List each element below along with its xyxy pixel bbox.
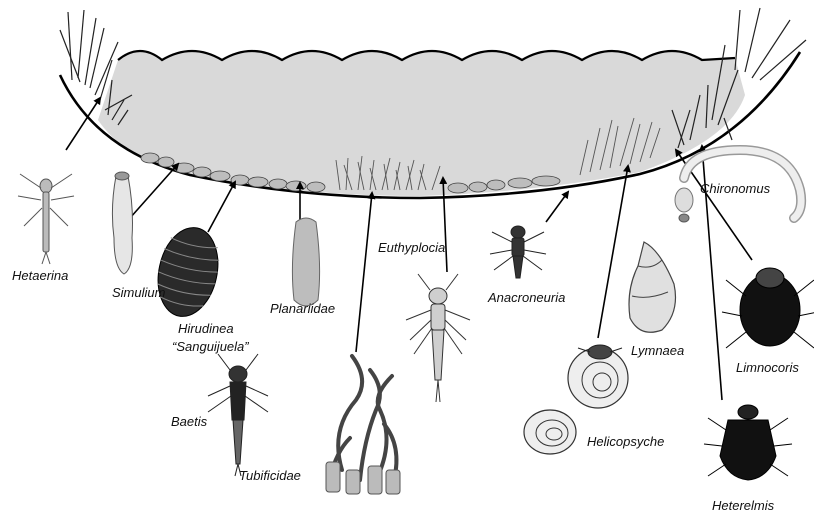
label-helicopsyche: Helicopsyche (587, 434, 664, 449)
label-planariidae: Planariidae (270, 301, 335, 316)
label-baetis: Baetis (171, 414, 208, 429)
label-simulium: Simulium (112, 285, 166, 300)
label-tubificidae: Tubificidae (239, 468, 301, 483)
pond-snail-icon (629, 242, 676, 332)
label-euthyplocia: Euthyplocia (378, 240, 445, 255)
arrow-helicopsyche (598, 166, 628, 338)
flatworm-icon (292, 218, 319, 306)
riffle-beetle-icon (704, 405, 792, 480)
snail-case-icon (524, 410, 576, 454)
label-chironomus: Chironomus (700, 181, 771, 196)
blackfly-larva-icon (112, 172, 132, 274)
tubifex-worm-icon (330, 356, 396, 480)
label-anacroneuria: Anacroneuria (487, 290, 565, 305)
snail-case-caddisfly-icon (568, 345, 628, 408)
leech-icon (150, 222, 225, 322)
arrow-simulium (130, 164, 178, 218)
label-lymnaea: Lymnaea (631, 343, 684, 358)
water-bug-icon (722, 268, 814, 348)
arrow-tubificidae (356, 193, 372, 352)
stonefly-nymph-icon (490, 226, 546, 278)
mayfly-nymph-icon (406, 274, 470, 402)
label-hirudinea: Hirudinea (178, 321, 234, 336)
arrow-hirudinea (208, 182, 235, 232)
arrow-anacroneuria (546, 192, 568, 222)
label-hetaerina: Hetaerina (12, 268, 68, 283)
label-heterelmis: Heterelmis (712, 498, 775, 513)
label-sanguijuela: “Sanguijuela” (172, 339, 249, 354)
mayfly-nymph-icon (208, 354, 268, 476)
label-limnocoris: Limnocoris (736, 360, 799, 375)
damselfly-nymph-icon (18, 174, 74, 264)
